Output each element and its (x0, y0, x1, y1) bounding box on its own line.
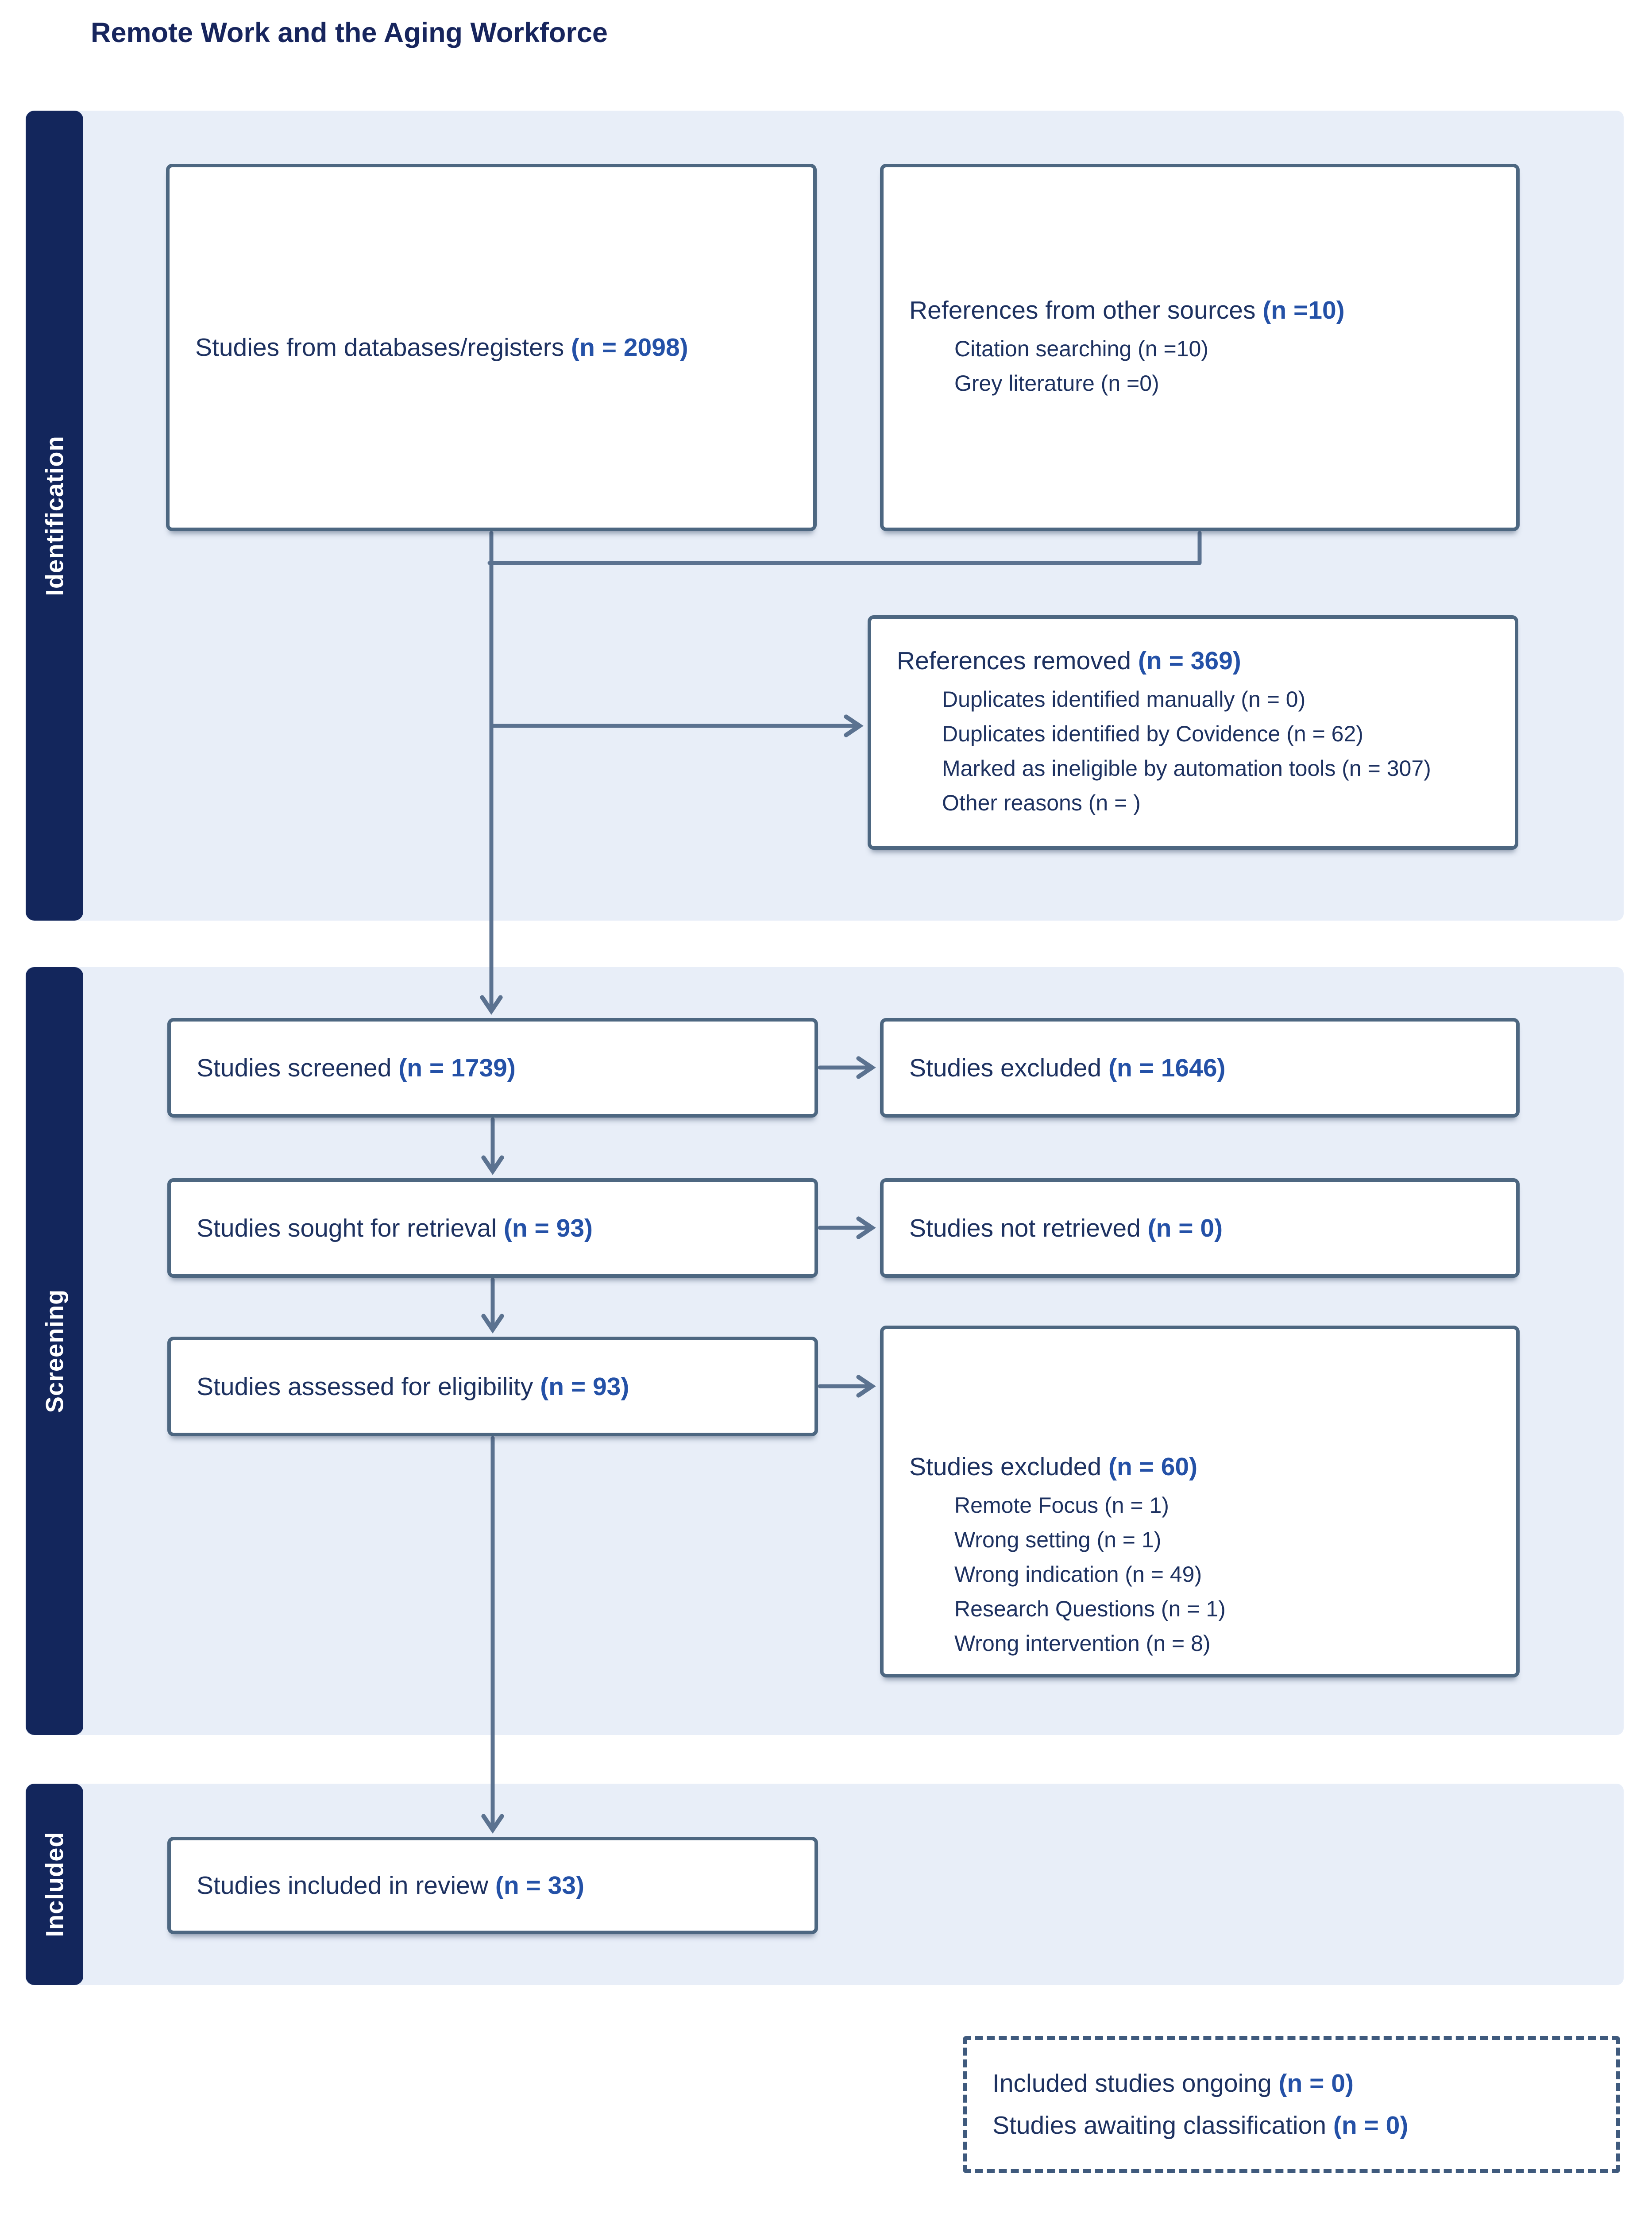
box-studies-excluded-screening: Studies excluded (n = 1646) (880, 1018, 1520, 1118)
ongoing-line: Included studies ongoing (n = 0) (992, 2069, 1354, 2097)
box-studies-excluded-screening-text: Studies excluded (n = 1646) (909, 1053, 1226, 1082)
other-sources-item: Citation searching (n =10) (954, 336, 1208, 361)
box-studies-sought: Studies sought for retrieval (n = 93) (167, 1178, 818, 1278)
box-studies-not-retrieved: Studies not retrieved (n = 0) (880, 1178, 1520, 1278)
excluded-reason-item: Remote Focus (n = 1) (954, 1493, 1169, 1518)
box-studies-excluded-eligibility-text: Studies excluded (n = 60) (909, 1453, 1198, 1481)
box-references-removed-text: References removed (n = 369) (897, 647, 1241, 675)
box-references-other-sources-text: References from other sources (n =10) (909, 296, 1345, 324)
screening-label: Screening (40, 1289, 69, 1413)
box-studies-from-databases-text: Studies from databases/registers (n = 20… (195, 333, 688, 362)
references-removed-item: Other reasons (n = ) (942, 790, 1141, 815)
box-studies-assessed-text: Studies assessed for eligibility (n = 93… (197, 1372, 629, 1401)
references-removed-item: Marked as ineligible by automation tools… (942, 756, 1431, 781)
box-studies-screened-text: Studies screened (n = 1739) (197, 1053, 516, 1082)
excluded-reason-item: Wrong intervention (n = 8) (954, 1631, 1211, 1656)
page-title: Remote Work and the Aging Workforce (91, 17, 608, 48)
screening-band: Screening (26, 967, 83, 1735)
references-removed-item: Duplicates identified by Covidence (n = … (942, 721, 1363, 746)
box-studies-from-databases: Studies from databases/registers (n = 20… (166, 164, 817, 531)
box-studies-included: Studies included in review (n = 33) (167, 1837, 818, 1934)
identification-label: Identification (40, 435, 69, 596)
box-studies-excluded-eligibility: Studies excluded (n = 60) Remote Focus (… (880, 1326, 1520, 1677)
box-references-other-sources: References from other sources (n =10) Ci… (880, 164, 1520, 531)
excluded-reason-item: Wrong setting (n = 1) (954, 1527, 1162, 1552)
awaiting-line: Studies awaiting classification (n = 0) (992, 2111, 1409, 2140)
references-removed-item: Duplicates identified manually (n = 0) (942, 687, 1306, 712)
excluded-reason-item: Wrong indication (n = 49) (954, 1562, 1202, 1587)
included-band: Included (26, 1784, 83, 1985)
included-label: Included (40, 1831, 69, 1937)
box-studies-sought-text: Studies sought for retrieval (n = 93) (197, 1214, 593, 1242)
identification-band: Identification (26, 111, 83, 921)
other-sources-item: Grey literature (n =0) (954, 371, 1159, 396)
box-awaiting-classification: Included studies ongoing (n = 0) Studies… (963, 2036, 1620, 2173)
box-references-removed: References removed (n = 369) Duplicates … (868, 615, 1518, 850)
excluded-reason-item: Research Questions (n = 1) (954, 1596, 1226, 1621)
box-studies-not-retrieved-text: Studies not retrieved (n = 0) (909, 1214, 1223, 1242)
box-studies-included-text: Studies included in review (n = 33) (197, 1871, 585, 1900)
box-studies-assessed: Studies assessed for eligibility (n = 93… (167, 1337, 818, 1436)
box-studies-screened: Studies screened (n = 1739) (167, 1018, 818, 1118)
